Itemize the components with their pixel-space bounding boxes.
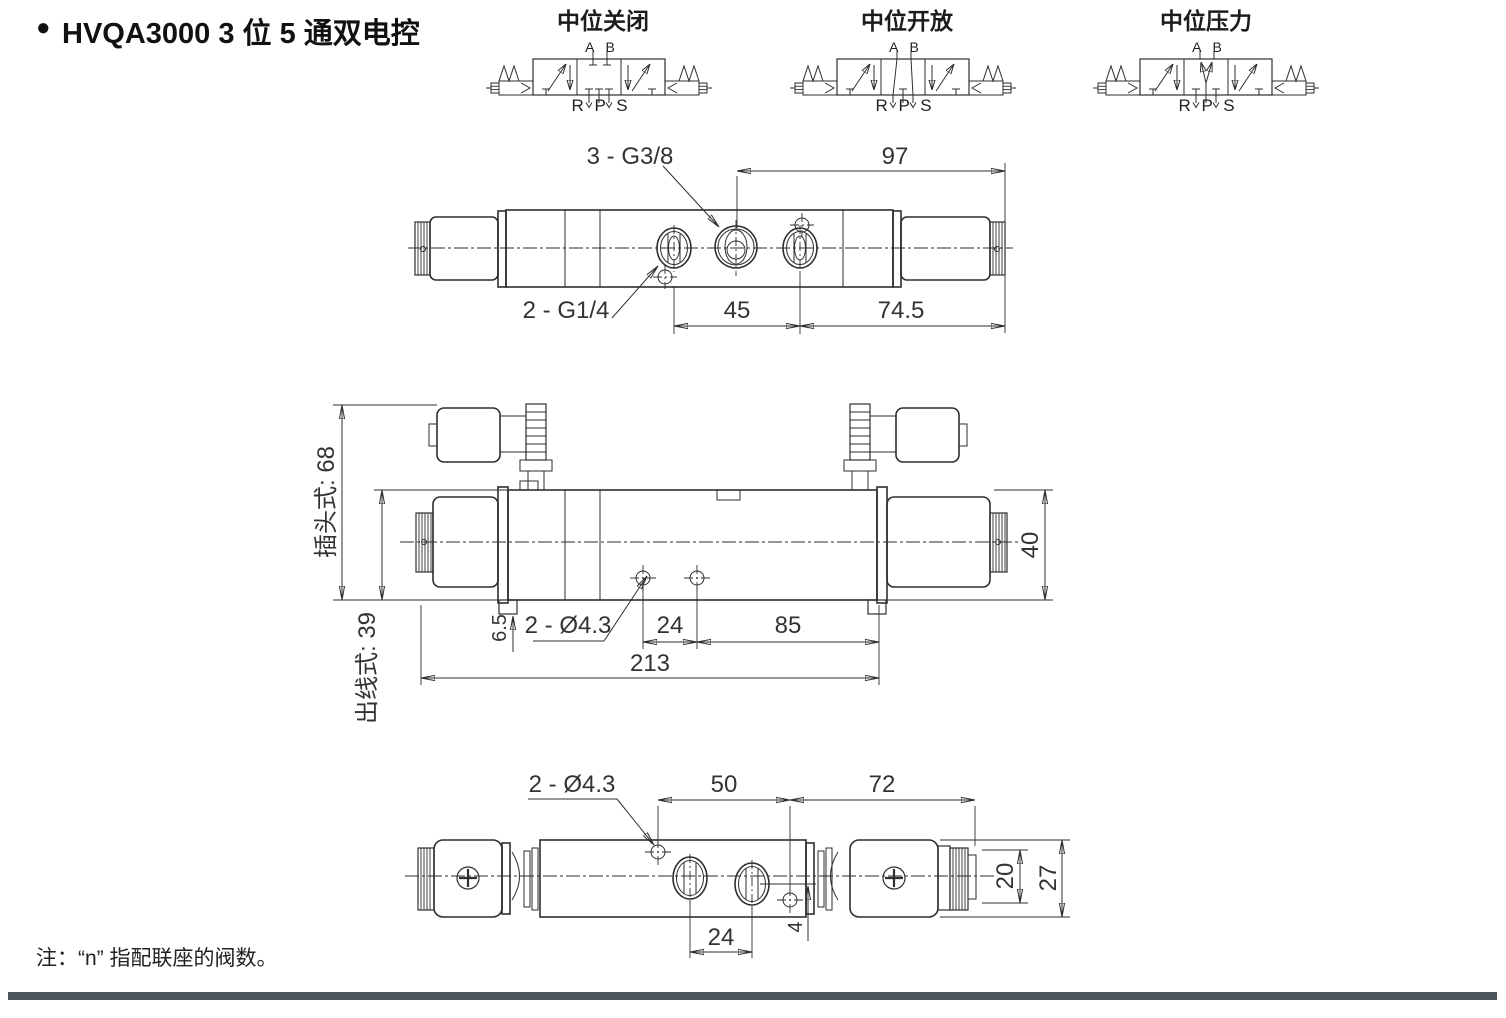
- symbol-1-top-port-labels: A B: [585, 39, 619, 55]
- title-bullet-icon: ●: [36, 14, 51, 41]
- dim-27-label: 27: [1034, 864, 1062, 892]
- side-view-drawing: [333, 403, 1053, 685]
- top-view-drawing: [408, 163, 1013, 334]
- symbol-3-bottom-port-labels: R P S: [1178, 96, 1238, 115]
- dim-72-label: 72: [868, 771, 896, 798]
- dim-24-side-label: 24: [656, 612, 684, 639]
- side-thread-label: 2 - G1/4: [522, 297, 610, 324]
- dim-24-bottom-label: 24: [707, 924, 735, 951]
- symbol-1-bottom-port-labels: R P S: [571, 96, 631, 115]
- dim-213-label: 213: [629, 650, 671, 677]
- dim-40-label: 40: [1016, 531, 1044, 559]
- dim-20-label: 20: [991, 862, 1019, 890]
- bottom-hole-label: 2 - Ø4.3: [528, 771, 616, 798]
- symbol-3-top-port-labels: A B: [1192, 39, 1226, 55]
- plug-height-label: 插头式: 68: [312, 445, 340, 559]
- symbol-title-open-center: 中位开放: [861, 8, 953, 34]
- symbol-title-pressure-center: 中位压力: [1160, 8, 1252, 34]
- page-title: HVQA3000 3 位 5 通双电控: [62, 18, 420, 50]
- dim-97-label: 97: [881, 143, 909, 170]
- symbol-2-top-port-labels: A B: [889, 39, 923, 55]
- bottom-view-drawing: [405, 799, 1070, 958]
- footer-divider-bar: [8, 992, 1497, 1000]
- wire-height-label: 出线式: 39: [353, 611, 381, 725]
- center-thread-label: 3 - G3/8: [586, 143, 674, 170]
- dim-6-5-label: 6.5: [489, 614, 511, 642]
- dim-50-label: 50: [710, 771, 738, 798]
- dim-74-5-label: 74.5: [877, 297, 925, 324]
- symbol-title-closed-center: 中位关闭: [557, 8, 649, 34]
- dim-45-label: 45: [723, 297, 751, 324]
- dim-85-label: 85: [774, 612, 802, 639]
- side-hole-label: 2 - Ø4.3: [524, 612, 612, 639]
- dim-4-label: 4: [785, 921, 807, 933]
- footnote: 注：“n” 指配联座的阀数。: [36, 947, 278, 970]
- symbol-2-bottom-port-labels: R P S: [875, 96, 935, 115]
